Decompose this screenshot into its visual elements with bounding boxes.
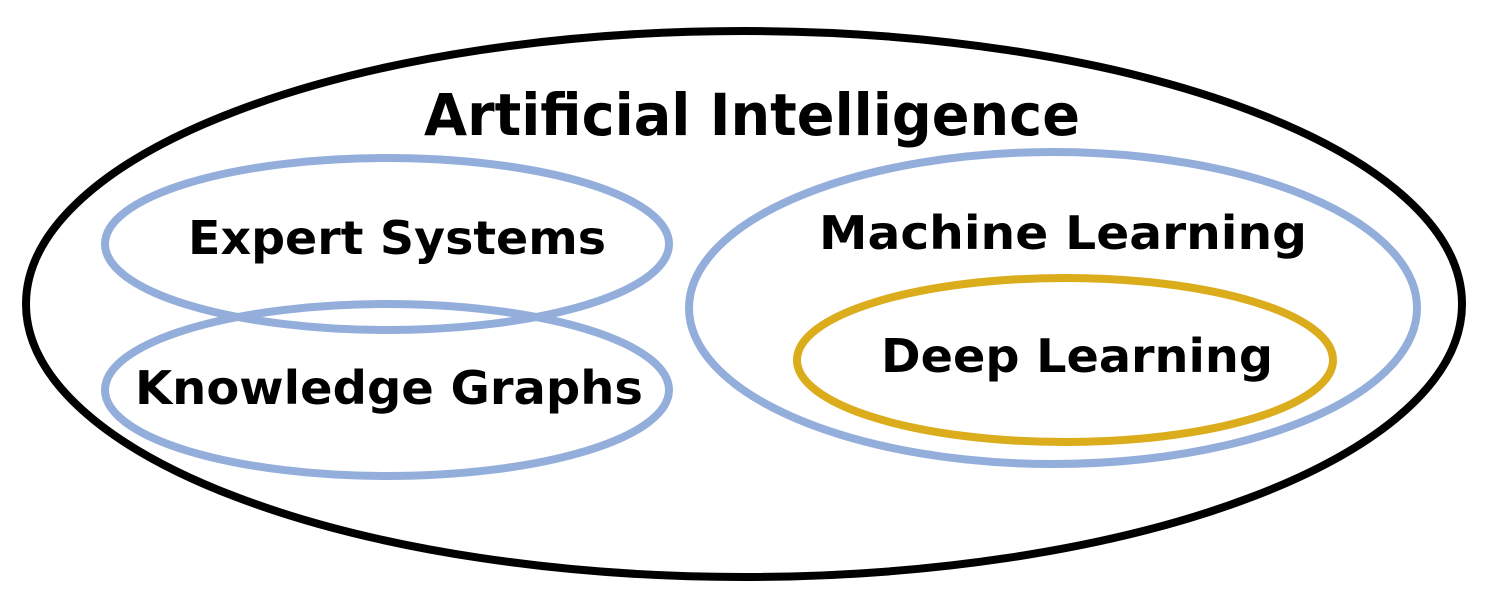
ellipse-knowledge-graphs xyxy=(101,300,673,480)
label-deep-learning: Deep Learning xyxy=(881,329,1273,383)
label-knowledge-graphs: Knowledge Graphs xyxy=(135,361,643,415)
ellipse-artificial-intelligence xyxy=(22,27,1466,581)
label-machine-learning: Machine Learning xyxy=(819,206,1307,260)
ellipse-deep-learning xyxy=(793,274,1337,446)
ellipse-expert-systems xyxy=(101,154,673,334)
ellipse-machine-learning xyxy=(685,148,1421,468)
label-expert-systems: Expert Systems xyxy=(188,211,606,265)
label-artificial-intelligence: Artificial Intelligence xyxy=(424,81,1080,149)
